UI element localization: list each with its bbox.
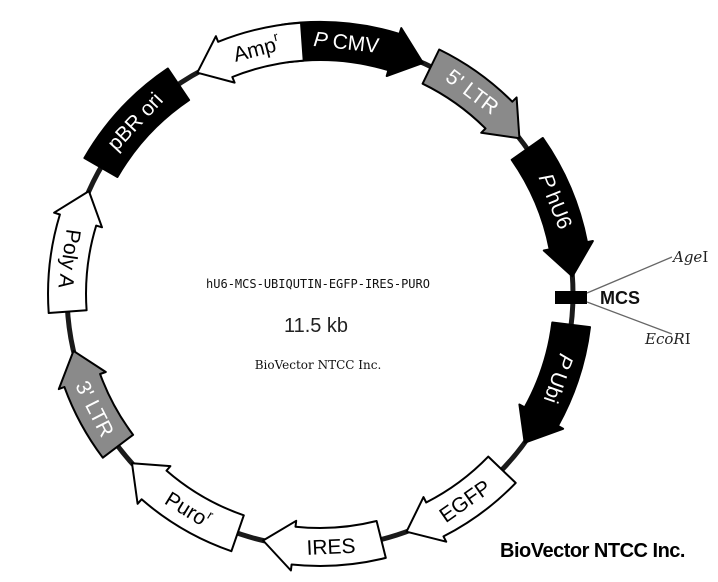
feature-arrow-poly-a (47, 190, 103, 314)
ecori-site-label: EcoRI (644, 330, 691, 348)
feature-arrow-ires (262, 519, 387, 572)
company-label: BioVector NTCC Inc. (255, 358, 382, 372)
plasmid-name: hU6-MCS-UBIQUTIN-EGFP-IRES-PURO (206, 277, 430, 291)
mcs-box (555, 291, 587, 304)
ecori-leader-line (586, 301, 673, 335)
feature-ubi-p: P Ubi (518, 321, 591, 444)
feature-superscript: r (272, 28, 281, 44)
feature-prefix: P (313, 28, 334, 53)
feature-arrow-ubi-p (518, 321, 591, 444)
feature-arrow-3-ltr (57, 349, 135, 459)
feature-poly-a: Poly A (47, 190, 103, 314)
feature-arrow-amp (196, 21, 305, 84)
feature-name: CMV (331, 30, 380, 58)
feature-hu6-p: P hU6 (510, 137, 594, 278)
feature-arrow-egfp (405, 455, 517, 543)
brand-watermark: BioVector NTCC Inc. (500, 540, 685, 562)
agei-suffix: I (702, 248, 708, 266)
feature-arrow-hu6-p (510, 137, 594, 278)
feature-label-ires: IRES (306, 534, 356, 559)
ecori-suffix: I (685, 330, 691, 348)
feature-puro: Puror (131, 462, 245, 553)
mcs-marker: MCS AgeI EcoRI (555, 248, 708, 348)
feature-arrow-pbr-ori (83, 67, 191, 178)
feature-egfp: EGFP (405, 455, 517, 543)
feature-5-ltr: 5' LTR (421, 48, 521, 140)
feature-amp: Ampr (196, 21, 305, 84)
agei-name: Age (671, 248, 702, 266)
feature-label-cmv-p: P CMV (313, 28, 381, 58)
agei-leader-line (586, 256, 673, 294)
feature-arrow-5-ltr (421, 48, 521, 140)
feature-cmv-p: P CMV (281, 20, 424, 77)
agei-site-label: AgeI (671, 248, 708, 266)
feature-3-ltr: 3' LTR (57, 349, 135, 459)
feature-pbr-ori: pBR ori (83, 67, 191, 178)
mcs-label: MCS (600, 288, 640, 308)
feature-arrow-cmv-p (281, 20, 424, 77)
ecori-name: EcoR (644, 330, 685, 348)
plasmid-size: 11.5 kb (284, 315, 348, 337)
feature-arrow-puro (131, 462, 245, 553)
feature-ires: IRES (262, 519, 387, 572)
feature-name: IRES (306, 534, 356, 559)
